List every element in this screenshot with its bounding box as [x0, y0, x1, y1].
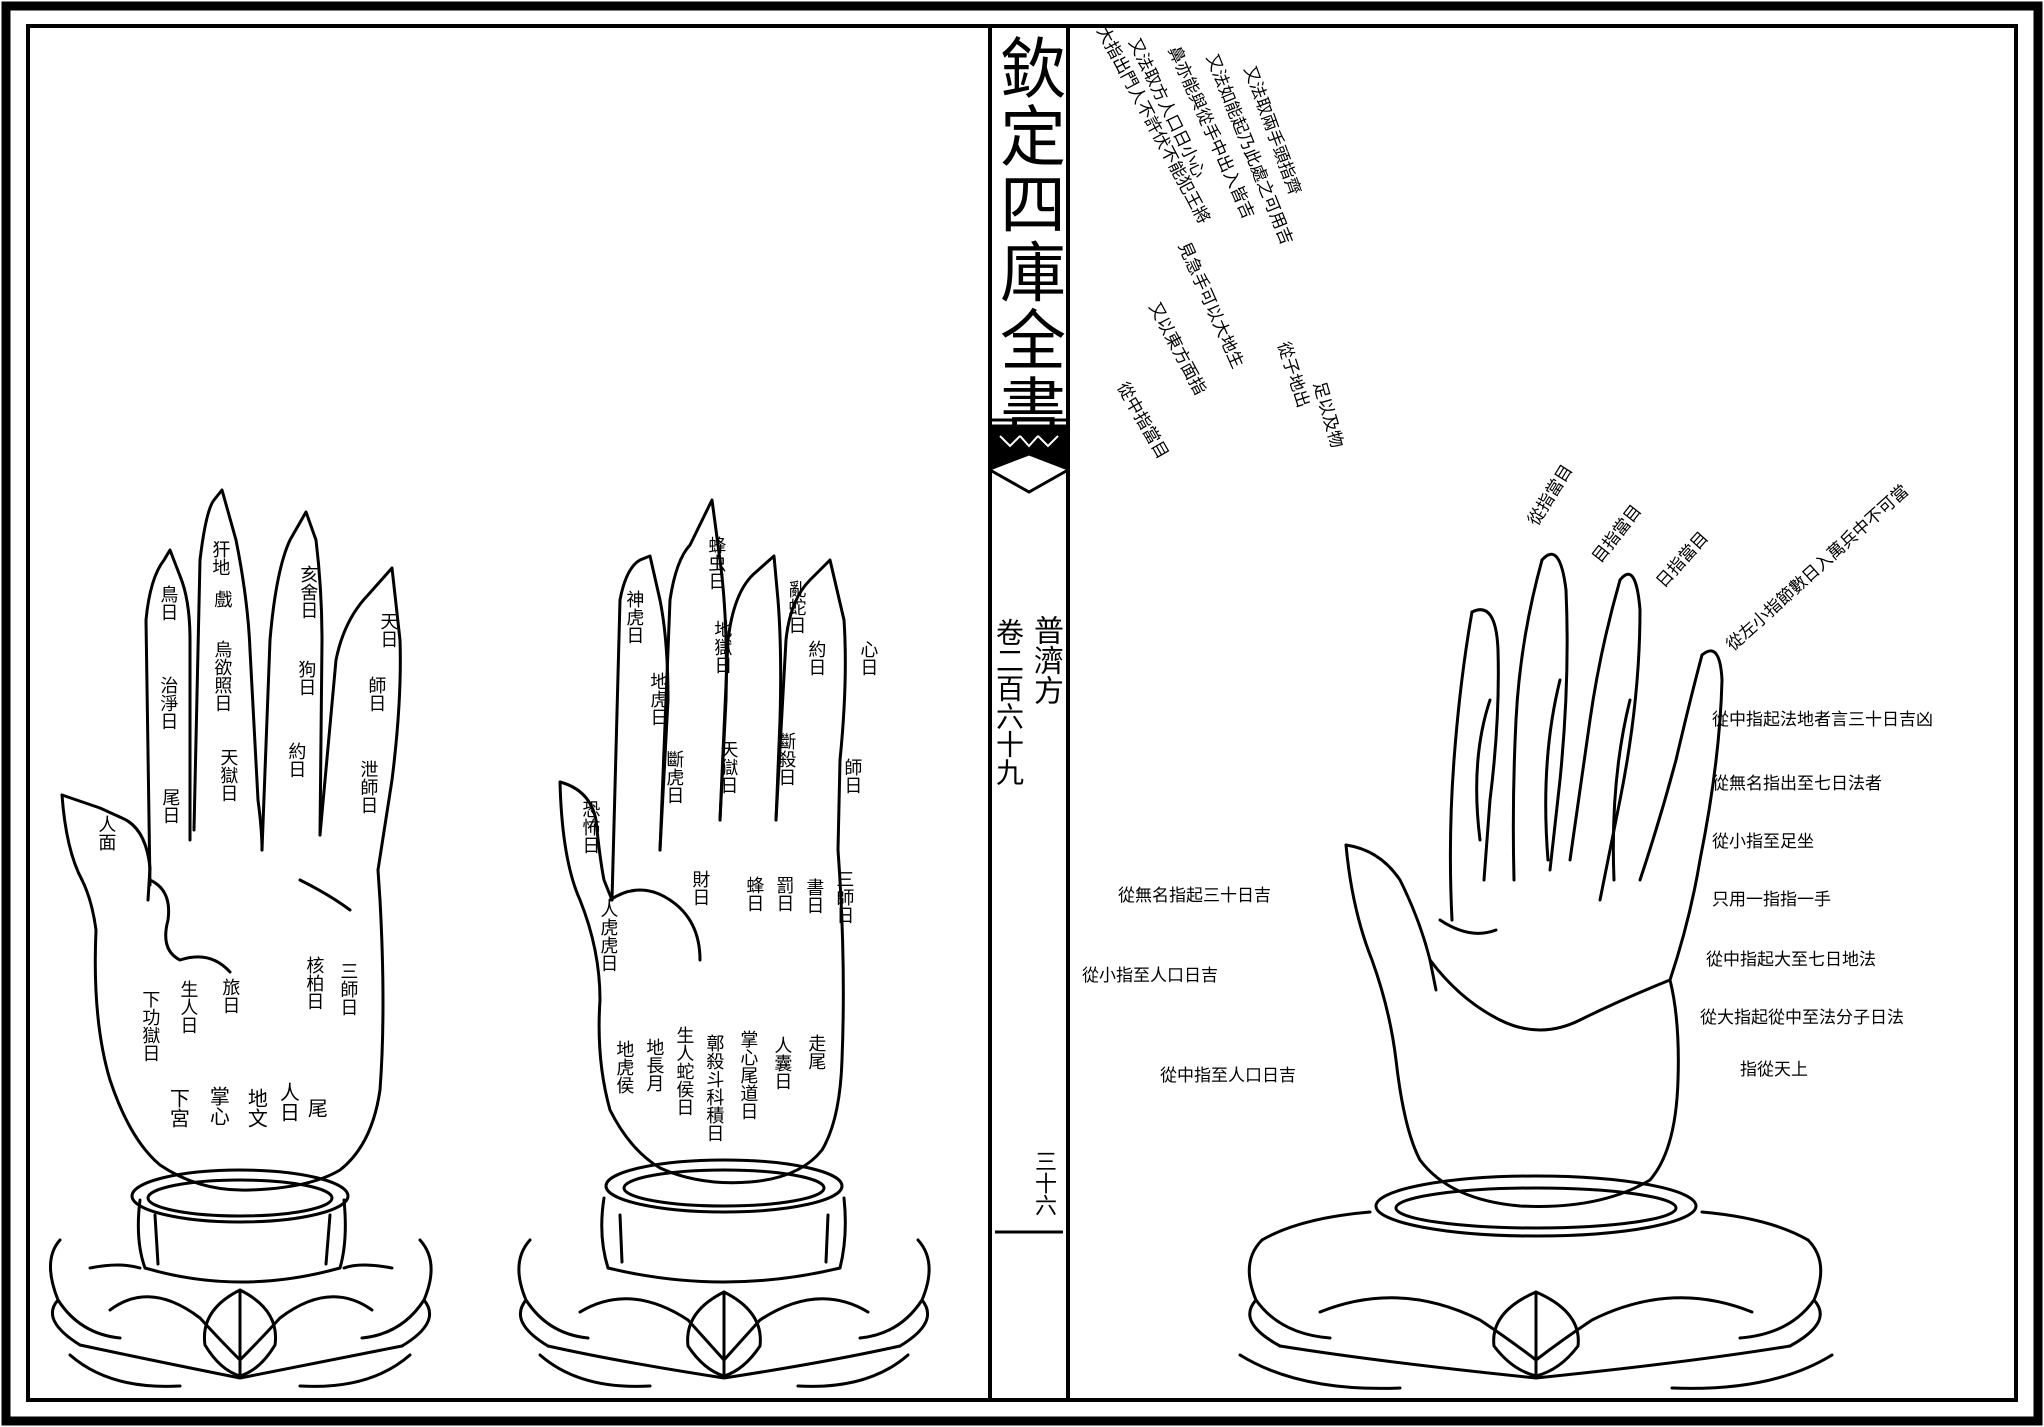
side-line: 從中指起大至七日地法	[1706, 952, 1876, 969]
hand-one-label: 三師日	[338, 962, 356, 1016]
hand-one-label: 鳥日	[158, 585, 176, 621]
spine-book-name: 普濟方	[1030, 615, 1060, 705]
hand-one-label: 泄師日	[358, 760, 376, 814]
hand-three-illustration	[1240, 554, 1832, 1388]
hand-two-label: 掌心尾道日	[738, 1030, 756, 1120]
hand-one-label: 下宮	[168, 1088, 188, 1128]
side-line: 從無名指出至七日法者	[1712, 776, 1882, 793]
spine-title: 欽定四庫全書	[994, 34, 1060, 442]
hand-two-label: 斷虎日	[664, 750, 682, 804]
hand-one-label: 戲	[212, 590, 230, 608]
hand-two-label: 蜂日	[744, 876, 762, 912]
hand-one-label: 師日	[366, 676, 384, 712]
hand-two-label: 罰日	[774, 876, 792, 912]
hand-one-label: 烏欲照日	[212, 640, 230, 712]
hand-two-label: 地虎日	[648, 672, 666, 726]
side-line: 從中指起法地者言三十日吉凶	[1712, 712, 1933, 729]
thumb-side-line: 從無名指起三十日吉	[1118, 888, 1271, 905]
side-line: 從大指起從中至法分子日法	[1700, 1010, 1904, 1027]
side-line: 指從天上	[1740, 1062, 1808, 1079]
hand-one-label: 天日	[378, 612, 396, 648]
hand-two-label: 蜂虫日	[706, 536, 724, 590]
hand-two-label: 地獄日	[712, 620, 730, 674]
hand-two-label: 人囊日	[772, 1036, 790, 1090]
spine-volume: 卷二百六十九	[994, 618, 1022, 786]
hand-one-label: 生人日	[178, 980, 196, 1034]
hand-two-label: 財日	[690, 870, 708, 906]
spine-folio: 三十六	[1032, 1150, 1054, 1216]
hand-one-label: 掌心	[208, 1086, 228, 1126]
hand-one-label: 核柏日	[304, 956, 322, 1010]
hand-one-label: 治淨日	[158, 676, 176, 730]
side-line: 只用一指指一手	[1712, 892, 1831, 909]
hand-two-label: 斷殺日	[776, 732, 794, 786]
hand-one-label: 狗日	[296, 660, 314, 696]
thumb-side-line: 從小指至人口日吉	[1082, 968, 1218, 985]
hand-one-label: 亥舍日	[298, 565, 316, 619]
hand-two-label: 書日	[804, 878, 822, 914]
hand-one-label: 犴地	[210, 540, 228, 576]
side-line: 從小指至足坐	[1712, 834, 1814, 851]
hand-two-label: 地長月	[644, 1038, 662, 1092]
hand-two-label: 人虎虎日	[598, 900, 616, 972]
hand-two-label: 走尾	[806, 1034, 824, 1070]
hand-two-label: 天獄日	[718, 740, 736, 794]
thumb-side-line: 從中指至人口日吉	[1160, 1068, 1296, 1085]
hand-one-label: 人面	[96, 815, 114, 851]
hand-two-label: 地虎侯	[614, 1040, 632, 1094]
hand-two-label: 約日	[806, 640, 824, 676]
hand-two-label: 生人蛇侯日	[674, 1026, 692, 1116]
hand-one-label: 尾日	[160, 788, 178, 824]
hand-two-label: 神虎日	[624, 590, 642, 644]
hand-two-label: 三師日	[834, 870, 852, 924]
hand-one-label: 約日	[286, 742, 304, 778]
hand-two-label: 心日	[858, 640, 876, 676]
hand-two-label: 恐怖日	[580, 800, 598, 854]
hand-two-label: 亂蛇日	[786, 580, 804, 634]
hand-one-label: 尾	[306, 1098, 326, 1118]
hand-one-label: 下功獄日	[140, 990, 158, 1062]
hand-one-label: 地文	[246, 1088, 266, 1128]
hand-two-label: 鄣殺斗科積日	[704, 1034, 722, 1142]
hand-one-illustration	[50, 490, 431, 1386]
hand-two-label: 師日	[842, 758, 860, 794]
hand-one-label: 旅日	[220, 978, 238, 1014]
hand-one-label: 人日	[278, 1082, 298, 1122]
hand-one-label: 天獄日	[218, 748, 236, 802]
